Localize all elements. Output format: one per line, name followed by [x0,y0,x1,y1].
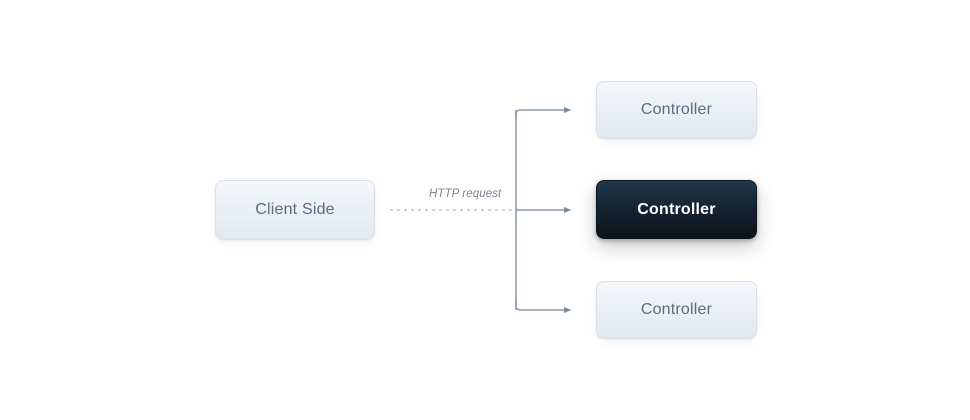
controller-node-middle-label: Controller [637,200,716,218]
edge-branch-bottom [515,301,571,313]
client-side-label: Client Side [255,201,335,218]
controller-node-bottom-label: Controller [640,301,713,318]
controller-node-bottom[interactable]: Controller [596,281,757,339]
controller-node-top-label: Controller [640,101,713,118]
client-side-node[interactable]: Client Side [215,180,375,240]
edge-branch-top [515,107,571,119]
controller-node-middle-active[interactable]: Controller [596,180,757,239]
http-request-label: HTTP request [429,188,502,200]
controller-node-top[interactable]: Controller [596,81,757,139]
